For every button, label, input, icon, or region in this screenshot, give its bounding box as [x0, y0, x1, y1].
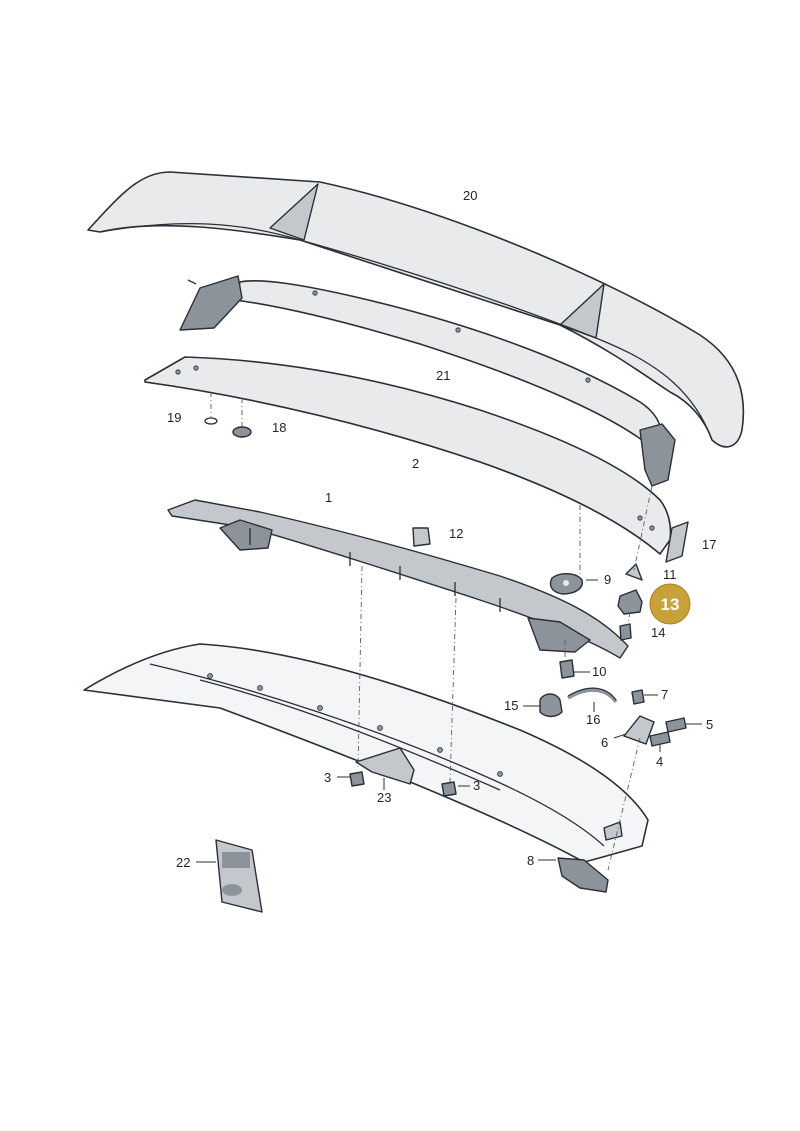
screw-part-7[interactable] — [631, 689, 645, 705]
callout-6[interactable]: 6 — [601, 735, 608, 750]
callout-3a[interactable]: 3 — [324, 770, 331, 785]
tailgate-panel — [83, 643, 649, 863]
callout-9[interactable]: 9 — [604, 572, 611, 587]
callout-12[interactable]: 12 — [449, 526, 463, 541]
callout-19[interactable]: 19 — [167, 410, 181, 425]
bracket-part-6[interactable] — [623, 715, 655, 745]
callout-17[interactable]: 17 — [702, 537, 716, 552]
nut-part-13[interactable] — [617, 589, 643, 615]
screw-part-5[interactable] — [665, 717, 687, 733]
hinge-part-8[interactable] — [557, 857, 609, 893]
callout-5[interactable]: 5 — [706, 717, 713, 732]
nut-part-3b[interactable] — [441, 781, 457, 797]
cap-part-11[interactable] — [625, 563, 643, 581]
leader-lines — [196, 579, 702, 863]
label-part-22[interactable] — [215, 839, 263, 913]
callout-1[interactable]: 1 — [325, 490, 332, 505]
highlight-label: 13 — [661, 595, 680, 614]
bracket-part-23[interactable] — [355, 747, 415, 785]
nut-part-3a[interactable] — [349, 771, 365, 787]
grommet-part-15[interactable] — [539, 693, 563, 718]
spoiler-inner-part-21[interactable] — [179, 275, 676, 487]
callout-2[interactable]: 2 — [412, 456, 419, 471]
callout-18[interactable]: 18 — [272, 420, 286, 435]
bolt-part-10[interactable] — [559, 659, 575, 679]
bolt-part-14[interactable] — [619, 623, 632, 641]
callout-15[interactable]: 15 — [504, 698, 518, 713]
callout-14[interactable]: 14 — [651, 625, 665, 640]
callout-8[interactable]: 8 — [527, 853, 534, 868]
spoiler-base-part-2[interactable] — [144, 356, 672, 555]
callout-4[interactable]: 4 — [656, 754, 663, 769]
clip-part-12[interactable] — [412, 527, 431, 547]
callout-16[interactable]: 16 — [586, 712, 600, 727]
callout-11[interactable]: 11 — [663, 567, 677, 582]
callout-23[interactable]: 23 — [377, 790, 391, 805]
callout-10[interactable]: 10 — [592, 664, 606, 679]
highlight-badge-13[interactable]: 13 — [649, 583, 691, 625]
callout-21[interactable]: 21 — [436, 368, 450, 383]
grommet-part-18[interactable] — [232, 426, 252, 438]
mounting-rail-part-1[interactable] — [167, 499, 629, 659]
hose-part-16[interactable] — [567, 687, 618, 704]
washer-part-19[interactable] — [204, 417, 218, 425]
spoiler-part-20[interactable] — [87, 171, 745, 448]
bracket-part-9[interactable] — [549, 573, 583, 595]
callout-3b[interactable]: 3 — [473, 778, 480, 793]
gasket-part-17[interactable] — [665, 521, 689, 563]
screw-part-4[interactable] — [649, 731, 671, 747]
callout-labels: 20 21 19 18 2 1 12 17 9 11 14 10 7 15 16… — [167, 188, 716, 870]
assembly-lines — [210, 392, 653, 871]
callout-22[interactable]: 22 — [176, 855, 190, 870]
callout-7[interactable]: 7 — [661, 687, 668, 702]
callout-20[interactable]: 20 — [463, 188, 477, 203]
